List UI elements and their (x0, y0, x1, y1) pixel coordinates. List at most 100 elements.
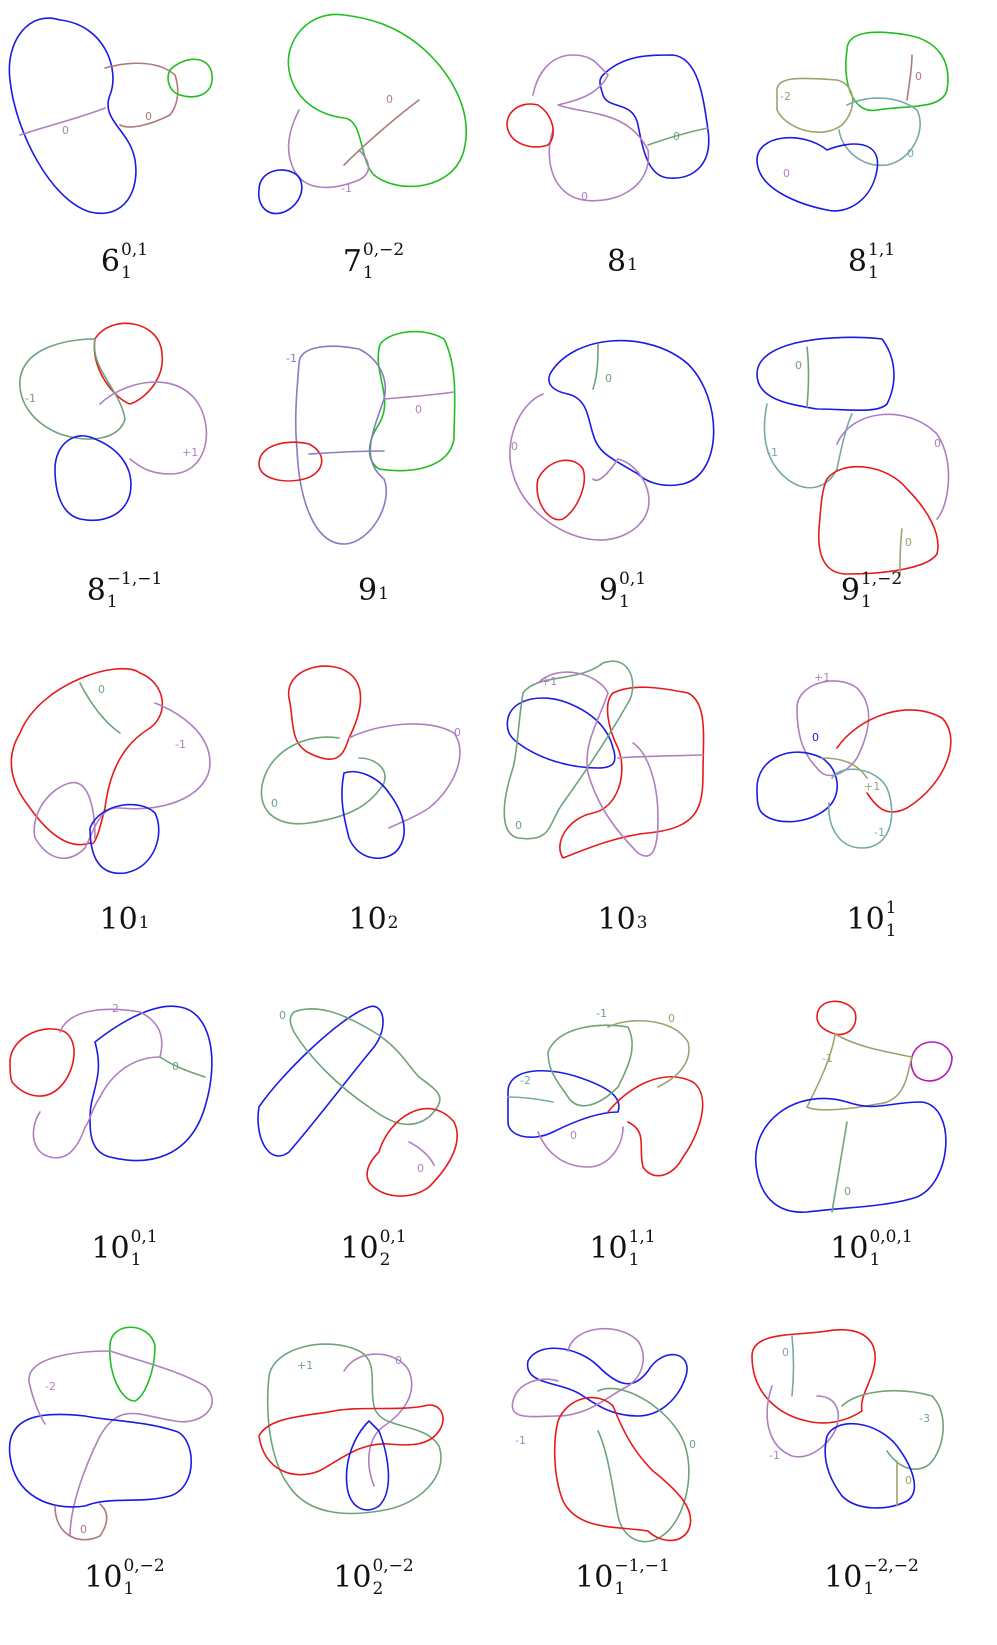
blue-component (342, 772, 404, 859)
framing-label: -1 (596, 1007, 607, 1020)
framing-label: 0 (581, 190, 588, 203)
purple-strand (384, 392, 454, 399)
olive-component (777, 78, 853, 132)
teal-strand (508, 1097, 553, 1102)
knot-diagram: -1 0 (249, 329, 498, 579)
knot-caption: 101 (0, 902, 249, 937)
blue-component (528, 1348, 687, 1416)
knot-diagram: -1 +1 (0, 329, 249, 579)
framing-label: 0 (386, 93, 393, 106)
red-component (555, 1398, 691, 1541)
green-component (290, 1009, 440, 1125)
figure-9-1-1-m2: 0 -1 0 0 91,−21 (747, 329, 996, 658)
knot-diagram: -1 0 (498, 1316, 747, 1566)
blue-component (9, 18, 136, 213)
framing-label: +1 (541, 675, 557, 688)
knot-diagram: +1 0 (249, 1316, 498, 1566)
knot-caption: 103 (498, 902, 747, 937)
framing-label: 0 (605, 372, 612, 385)
purple-component (29, 1351, 212, 1536)
green-component (168, 59, 212, 96)
green-strand (832, 1122, 847, 1212)
green-component (548, 1025, 632, 1105)
red-component (94, 323, 162, 404)
knot-diagram: 0 0 (498, 329, 747, 579)
framing-label: 0 (915, 70, 922, 83)
framing-label: 0 (782, 1346, 789, 1359)
framing-label: 0 (668, 1012, 675, 1025)
figure-7-1-0-m2: 0 -1 70,−21 (249, 0, 498, 329)
framing-label: +1 (182, 446, 198, 459)
green-component (846, 32, 948, 110)
green-component (110, 1327, 155, 1401)
blue-component (10, 1414, 192, 1507)
purple-component (34, 703, 210, 858)
blue-component (757, 752, 837, 822)
green-component (842, 1391, 943, 1469)
figure-10-1-1: +1 0 +1 -1 1011 (747, 658, 996, 987)
purple-strand (618, 755, 703, 758)
knot-diagram: 0 0 (249, 658, 498, 908)
framing-label: -1 (767, 446, 778, 459)
framing-label: 0 (98, 683, 105, 696)
knot-diagram: 0 -2 0 0 (747, 0, 996, 250)
red-component (259, 1405, 443, 1475)
framing-label: -1 (175, 738, 186, 751)
blue-component (600, 55, 709, 178)
framing-label: -3 (919, 1412, 930, 1425)
framing-label: 0 (905, 1474, 912, 1487)
framing-label: 0 (844, 1185, 851, 1198)
knot-diagram: 0 -3 -1 0 (747, 1316, 996, 1566)
framing-label: 0 (415, 403, 422, 416)
framing-label: +1 (864, 780, 880, 793)
purple-component (510, 394, 649, 540)
green-strand (593, 344, 598, 389)
blue-component (346, 1421, 388, 1510)
framing-label: -2 (520, 1074, 531, 1087)
red-component (608, 1077, 703, 1176)
red-component (560, 687, 704, 858)
framing-label: -1 (769, 1449, 780, 1462)
brown-strand (344, 100, 419, 165)
purple-component (533, 55, 648, 201)
knot-diagram: -2 0 (0, 1316, 249, 1566)
green-component (261, 737, 385, 824)
magenta-component (911, 1042, 952, 1081)
framing-label: -1 (515, 1434, 526, 1447)
knot-diagram: 0 0 (249, 987, 498, 1237)
knot-diagram: +1 0 +1 -1 (747, 658, 996, 908)
red-component (367, 1109, 457, 1196)
green-component (268, 1344, 441, 1513)
framing-label: 0 (279, 1009, 286, 1022)
framing-label: -1 (874, 826, 885, 839)
framing-label: 0 (570, 1129, 577, 1142)
knot-diagram: -1 0 (747, 987, 996, 1237)
red-component (259, 442, 322, 481)
purple-component (289, 110, 369, 187)
framing-label: -1 (286, 352, 297, 365)
purple-component (512, 1329, 643, 1417)
framing-label: -1 (25, 392, 36, 405)
brown-component (105, 63, 178, 127)
red-component (289, 666, 361, 759)
framing-label: -1 (822, 1052, 833, 1065)
framing-label: 0 (80, 1523, 87, 1536)
red-component (817, 1001, 856, 1034)
framing-label: -2 (108, 1002, 119, 1015)
blue-component (757, 138, 878, 211)
red-component (819, 467, 938, 574)
